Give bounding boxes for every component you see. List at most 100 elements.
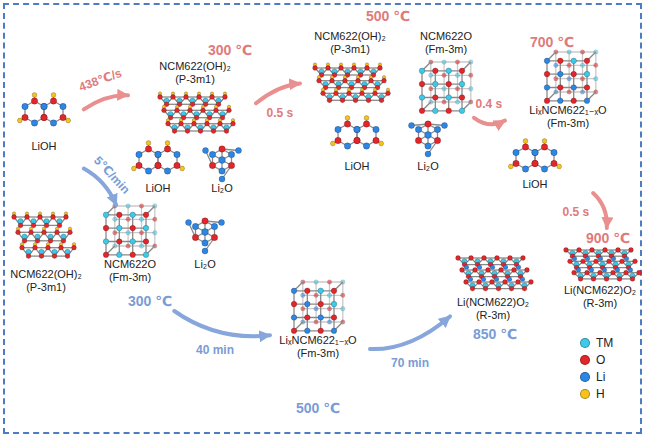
process-arrow	[84, 95, 128, 109]
bond	[586, 61, 587, 101]
atom	[46, 245, 51, 250]
atom	[130, 252, 136, 258]
legend-text: H	[596, 387, 605, 401]
atom	[352, 66, 357, 71]
atom	[32, 93, 37, 98]
atom	[130, 239, 136, 245]
atom	[459, 81, 465, 87]
process-arrow	[256, 83, 300, 103]
phase-label: NCM622O (Fm-3m)	[420, 30, 472, 56]
atom	[51, 215, 56, 220]
atom	[442, 60, 446, 64]
bond	[329, 282, 330, 322]
atom	[136, 162, 142, 168]
legend-text: O	[596, 353, 605, 367]
atom	[344, 143, 350, 149]
atom	[305, 328, 311, 334]
atom	[584, 98, 590, 104]
atom	[158, 95, 163, 100]
atom	[520, 277, 525, 282]
atom	[126, 244, 130, 248]
atom	[581, 259, 586, 264]
atom	[496, 286, 501, 291]
phase-label: NCM622(OH)₂ (P-3m1)	[314, 30, 386, 56]
bond	[422, 83, 462, 84]
atom	[174, 151, 180, 157]
atom	[186, 220, 192, 226]
atom	[603, 248, 608, 253]
bond	[294, 290, 334, 291]
bond	[106, 241, 146, 242]
atom	[578, 277, 583, 282]
atom	[117, 225, 123, 231]
atom	[455, 73, 459, 77]
atom	[218, 121, 223, 126]
atom	[331, 328, 337, 334]
atom	[16, 230, 21, 235]
legend-row: O	[580, 351, 613, 368]
atom	[594, 77, 598, 81]
atom	[490, 280, 495, 285]
atom	[580, 50, 584, 54]
atom	[153, 217, 157, 221]
atom	[571, 58, 577, 64]
atom	[139, 204, 143, 208]
atom	[446, 95, 452, 101]
atom	[60, 103, 66, 109]
atom	[327, 320, 331, 324]
atom	[224, 129, 229, 134]
edge-label: 438℃/s	[76, 65, 125, 94]
atom	[629, 248, 634, 253]
atom	[481, 277, 486, 282]
atom	[442, 73, 446, 77]
atom	[356, 78, 361, 83]
legend-swatch	[580, 372, 590, 382]
atom	[165, 141, 170, 146]
atom	[326, 66, 331, 71]
atom	[155, 151, 161, 157]
atom	[584, 58, 590, 64]
atom	[594, 259, 599, 264]
atom	[103, 252, 109, 258]
atom	[544, 58, 550, 64]
atom	[513, 160, 519, 166]
atom	[486, 268, 491, 273]
atom	[477, 265, 482, 270]
atom	[602, 268, 607, 273]
atom	[379, 98, 384, 103]
atom	[354, 137, 360, 143]
bond	[303, 295, 343, 296]
atom	[598, 270, 603, 275]
atom	[580, 77, 584, 81]
bond	[302, 282, 303, 322]
bond	[105, 215, 106, 255]
temperature-label: 700 ℃	[530, 34, 574, 50]
atom	[529, 280, 534, 285]
atom	[139, 231, 143, 235]
atom	[327, 293, 331, 297]
edge-label: 0.5 s	[266, 106, 295, 120]
atom	[564, 248, 569, 253]
atom	[508, 256, 513, 261]
atom	[341, 307, 345, 311]
atom	[455, 87, 459, 91]
atom	[202, 218, 208, 224]
atom	[211, 129, 216, 134]
bond	[431, 101, 471, 102]
atom	[567, 77, 571, 81]
atom	[162, 108, 167, 113]
atom	[354, 126, 360, 132]
atom	[585, 256, 590, 261]
atom	[145, 168, 151, 174]
atom	[331, 301, 337, 307]
atom	[51, 93, 56, 98]
bond	[422, 97, 462, 98]
atom	[585, 270, 590, 275]
atom	[219, 220, 225, 226]
atom	[589, 268, 594, 273]
atom	[20, 245, 25, 250]
atom	[185, 129, 190, 134]
atom	[313, 66, 318, 71]
atom	[153, 231, 157, 235]
